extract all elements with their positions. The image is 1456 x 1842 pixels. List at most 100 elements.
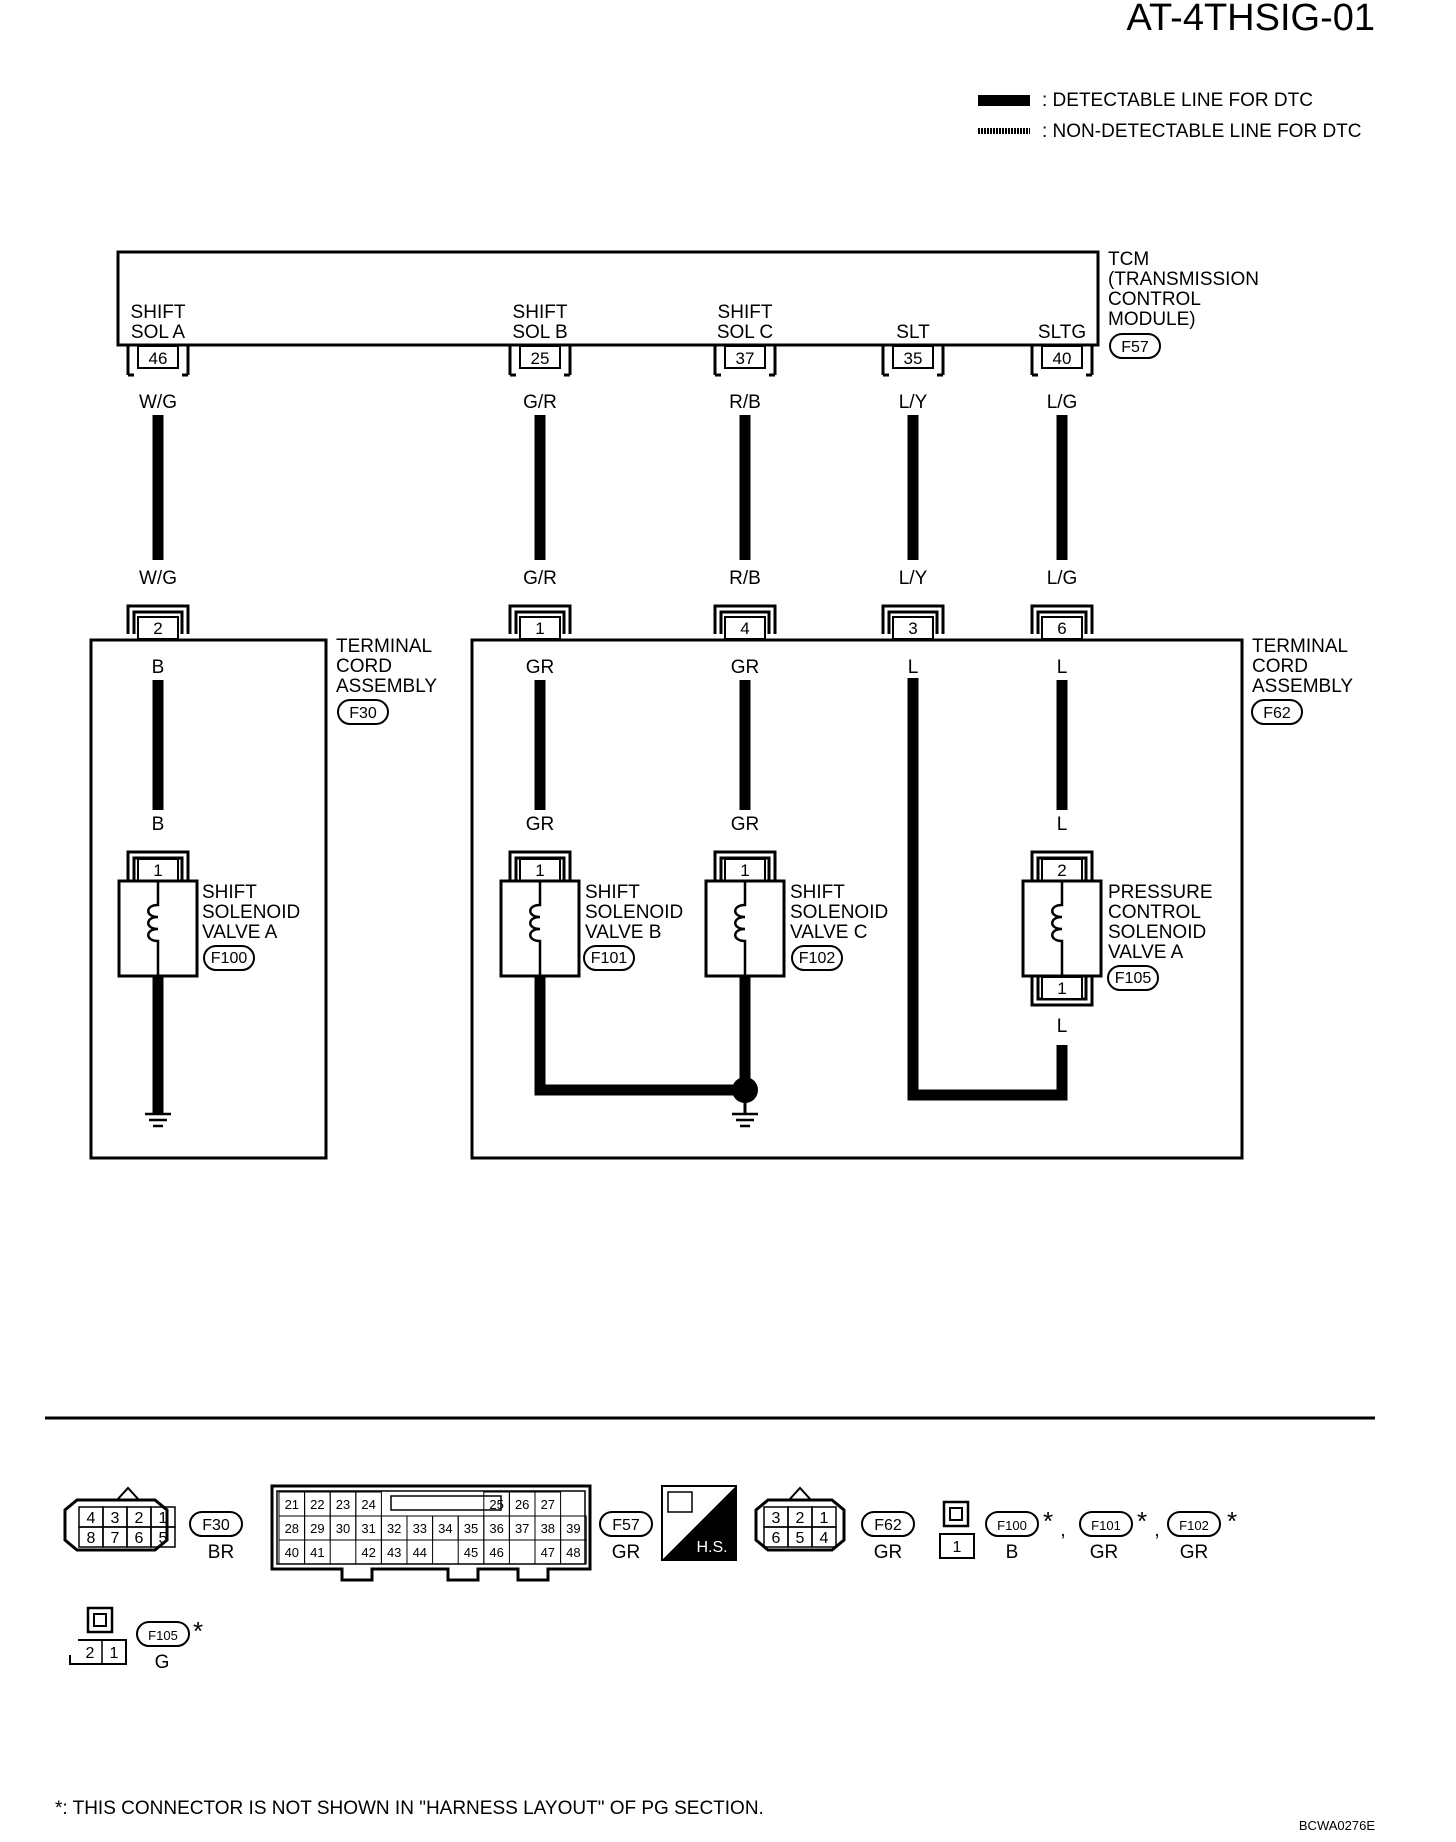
assembly-side-wire-colors: W/G G/R R/B L/Y L/G	[139, 568, 1077, 589]
svg-text:*: *	[1137, 1506, 1147, 1536]
f57-pin-label: 21	[285, 1497, 299, 1512]
f57-pin-label: 24	[361, 1497, 375, 1512]
solenoid-valve-a-label: SHIFT SOLENOID VALVE A	[202, 882, 300, 943]
svg-text:3: 3	[772, 1510, 781, 1527]
coil-icon	[1051, 881, 1064, 976]
svg-text:SLTG: SLTG	[1038, 322, 1086, 343]
svg-text:(TRANSMISSION: (TRANSMISSION	[1108, 269, 1259, 290]
tcm-pin-40: 40	[1030, 345, 1094, 377]
svg-text:L/G: L/G	[1047, 568, 1078, 589]
connector-view-f102: F102 * GR	[1167, 1506, 1237, 1563]
svg-text:SHIFT: SHIFT	[718, 302, 773, 323]
f100-badge	[203, 945, 255, 971]
f57-pin-label: 39	[566, 1521, 580, 1536]
diagram-id: AT-4THSIG-01	[1127, 0, 1375, 39]
svg-text:7: 7	[111, 1530, 120, 1547]
svg-text:F101: F101	[1091, 1518, 1121, 1533]
svg-text:CORD: CORD	[1252, 656, 1308, 677]
svg-text:SOLENOID: SOLENOID	[585, 902, 683, 923]
svg-text:L: L	[1057, 657, 1068, 678]
svg-text:TCM: TCM	[1108, 249, 1149, 270]
solenoid-valve-a: 1	[117, 850, 199, 978]
svg-text:VALVE A: VALVE A	[202, 922, 278, 943]
svg-text:ASSEMBLY: ASSEMBLY	[1252, 676, 1353, 697]
svg-text:35: 35	[904, 349, 923, 368]
wire-slt-return	[907, 678, 1068, 1101]
f57-pin-label: 35	[464, 1521, 478, 1536]
tcm-pin-37: 37	[713, 345, 777, 377]
svg-text:40: 40	[1053, 349, 1072, 368]
svg-text:R/B: R/B	[729, 392, 761, 413]
inner-wires	[152, 678, 1068, 1101]
assembly-f62-pin-3: 3	[881, 604, 945, 640]
svg-text:25: 25	[531, 349, 550, 368]
assembly-f62-connector-badge	[1251, 699, 1303, 725]
footnote: *: THIS CONNECTOR IS NOT SHOWN IN "HARNE…	[55, 1798, 764, 1819]
svg-text:6: 6	[1057, 619, 1066, 638]
svg-text:L: L	[1057, 814, 1068, 835]
f57-pin-label: 36	[489, 1521, 503, 1536]
ground-icon	[145, 1112, 171, 1128]
svg-text:2: 2	[135, 1510, 144, 1527]
svg-text:8: 8	[87, 1530, 96, 1547]
assembly-f30-box	[89, 638, 328, 1160]
f57-pin-label: 40	[285, 1545, 299, 1560]
svg-text:CONTROL: CONTROL	[1108, 902, 1201, 923]
svg-text:F62: F62	[874, 1517, 902, 1534]
harness-side-symbol: H.S.	[661, 1485, 737, 1561]
legend-detectable-label: : DETECTABLE LINE FOR DTC	[1042, 90, 1313, 111]
svg-text:F30: F30	[202, 1517, 230, 1534]
svg-text:L: L	[908, 657, 919, 678]
ground-splice	[732, 1077, 758, 1103]
assembly-f30-connector-badge	[337, 699, 389, 725]
svg-text:GR: GR	[1180, 1542, 1209, 1563]
svg-text:TERMINAL: TERMINAL	[336, 636, 432, 657]
svg-text:6: 6	[135, 1530, 144, 1547]
f57-pin-label: 30	[336, 1521, 350, 1536]
assembly-f62-box	[470, 638, 1244, 1160]
svg-text:B: B	[1006, 1542, 1019, 1563]
svg-text:H.S.: H.S.	[696, 1539, 727, 1556]
svg-text:SOL B: SOL B	[512, 322, 567, 343]
ground-icon	[732, 1112, 758, 1128]
tcm-connector-code: F57	[1121, 339, 1149, 356]
solenoid-valve-c-label: SHIFT SOLENOID VALVE C	[790, 882, 888, 943]
svg-text:SHIFT: SHIFT	[790, 882, 845, 903]
ground-wiring	[152, 976, 751, 1113]
legend-nondetectable-label: : NON-DETECTABLE LINE FOR DTC	[1042, 121, 1362, 142]
figure-code: BCWA0276E	[1299, 1818, 1375, 1833]
svg-text:37: 37	[736, 349, 755, 368]
assembly-f62-pin-1: 1	[508, 604, 572, 640]
svg-text:G/R: G/R	[523, 568, 557, 589]
svg-text:4: 4	[820, 1530, 829, 1547]
svg-text:SOLENOID: SOLENOID	[1108, 922, 1206, 943]
assembly-f62-name: TERMINAL CORD ASSEMBLY	[1252, 636, 1353, 697]
tcm-pin-25: 25	[508, 345, 572, 377]
f57-pin-label: 46	[489, 1545, 503, 1560]
svg-text:VALVE A: VALVE A	[1108, 942, 1184, 963]
connector-view-f30: 4 3 2 1 8 7 6 5 F30 BR	[63, 1486, 243, 1563]
f57-pin-label: 34	[438, 1521, 452, 1536]
f57-pin-label: 32	[387, 1521, 401, 1536]
svg-text:1: 1	[820, 1510, 829, 1527]
svg-text:F100: F100	[997, 1518, 1027, 1533]
connector-view-f100: F100 * , B	[985, 1506, 1066, 1563]
f100-code: F100	[211, 950, 248, 967]
harness-wires	[152, 415, 1068, 560]
svg-text:L/G: L/G	[1047, 392, 1078, 413]
coil-icon	[147, 881, 160, 976]
f57-pin-label: 22	[310, 1497, 324, 1512]
connector-hand-icon	[667, 1491, 693, 1513]
f57-pin-label: 48	[566, 1545, 580, 1560]
svg-text:1: 1	[159, 1510, 168, 1527]
svg-text:4: 4	[740, 619, 749, 638]
tcm-name: TCM (TRANSMISSION CONTROL MODULE)	[1108, 249, 1259, 330]
svg-text:,: ,	[1154, 1520, 1159, 1541]
svg-text:GR: GR	[731, 657, 760, 678]
connector-view-f105: 2 1 F105 * G	[69, 1606, 203, 1673]
svg-text:GR: GR	[874, 1542, 903, 1563]
svg-text:SOLENOID: SOLENOID	[202, 902, 300, 923]
f57-pin-cell	[304, 1539, 331, 1565]
svg-text:1: 1	[153, 861, 162, 880]
svg-text:*: *	[1227, 1506, 1237, 1536]
